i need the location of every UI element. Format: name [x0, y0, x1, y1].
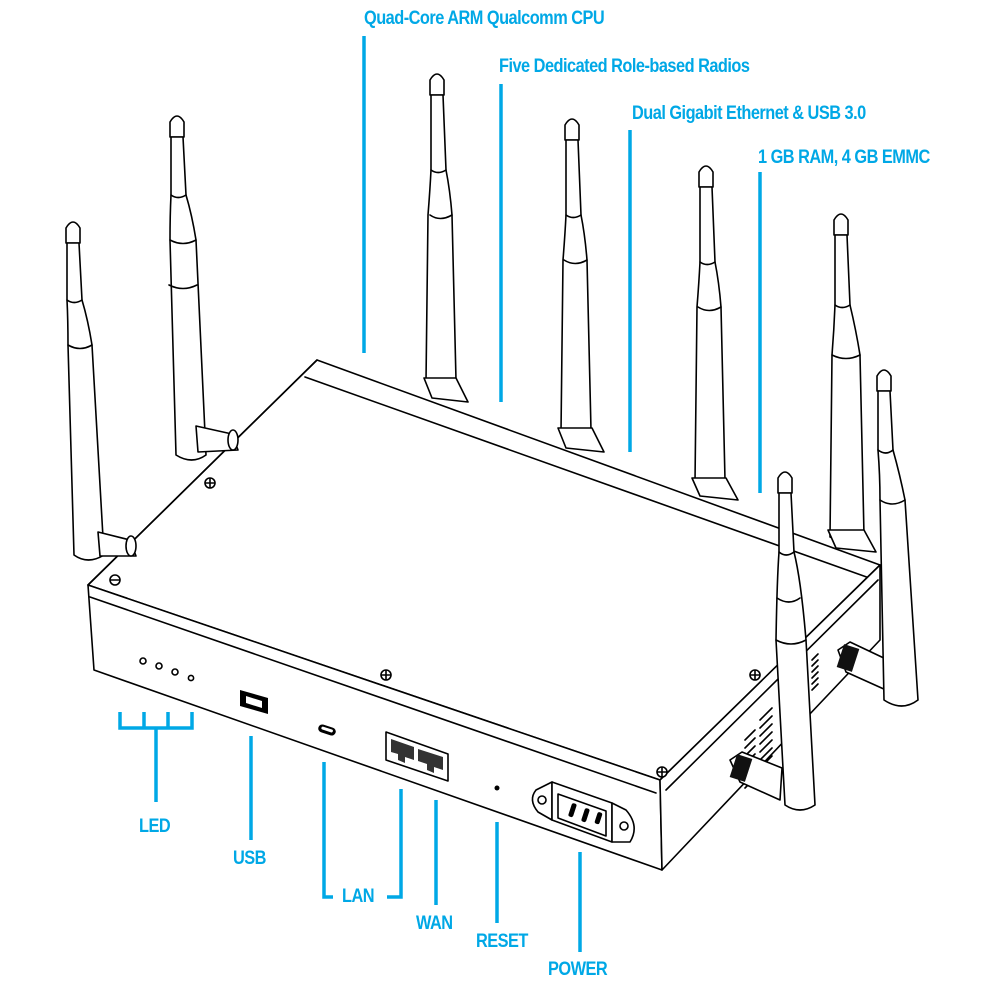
- power-inlet: [531, 781, 635, 843]
- antenna-left-1: [65, 221, 105, 561]
- screws: [109, 477, 761, 778]
- antenna-right-1: [876, 369, 919, 707]
- led-indicators: [139, 657, 195, 682]
- usb-port: [240, 690, 268, 714]
- ethernet-ports: [385, 731, 449, 782]
- antenna-back-3: [691, 165, 739, 501]
- callout-radios: Five Dedicated Role-based Radios: [499, 56, 750, 77]
- callout-led: LED: [139, 816, 171, 837]
- callout-usb: USB: [233, 848, 266, 869]
- antenna-back-2: [557, 118, 605, 453]
- callout-cpu: Quad-Core ARM Qualcomm CPU: [364, 8, 605, 29]
- callout-reset: RESET: [476, 931, 528, 952]
- callout-wan: WAN: [416, 913, 453, 934]
- callout-ethernet: Dual Gigabit Ethernet & USB 3.0: [632, 103, 866, 124]
- callout-memory: 1 GB RAM, 4 GB EMMC: [758, 147, 930, 168]
- callout-lan: LAN: [342, 886, 375, 907]
- antenna-back-1: [423, 73, 469, 403]
- callout-power: POWER: [548, 959, 608, 980]
- antenna-right-2: [775, 471, 816, 811]
- antenna-back-4: [827, 213, 877, 553]
- left-connectors: [97, 425, 239, 557]
- usbc-port: [318, 724, 336, 736]
- right-connectors: [729, 641, 889, 801]
- reset-pinhole: [494, 785, 500, 791]
- callout-lines: [118, 36, 762, 952]
- antenna-left-2: [168, 115, 207, 461]
